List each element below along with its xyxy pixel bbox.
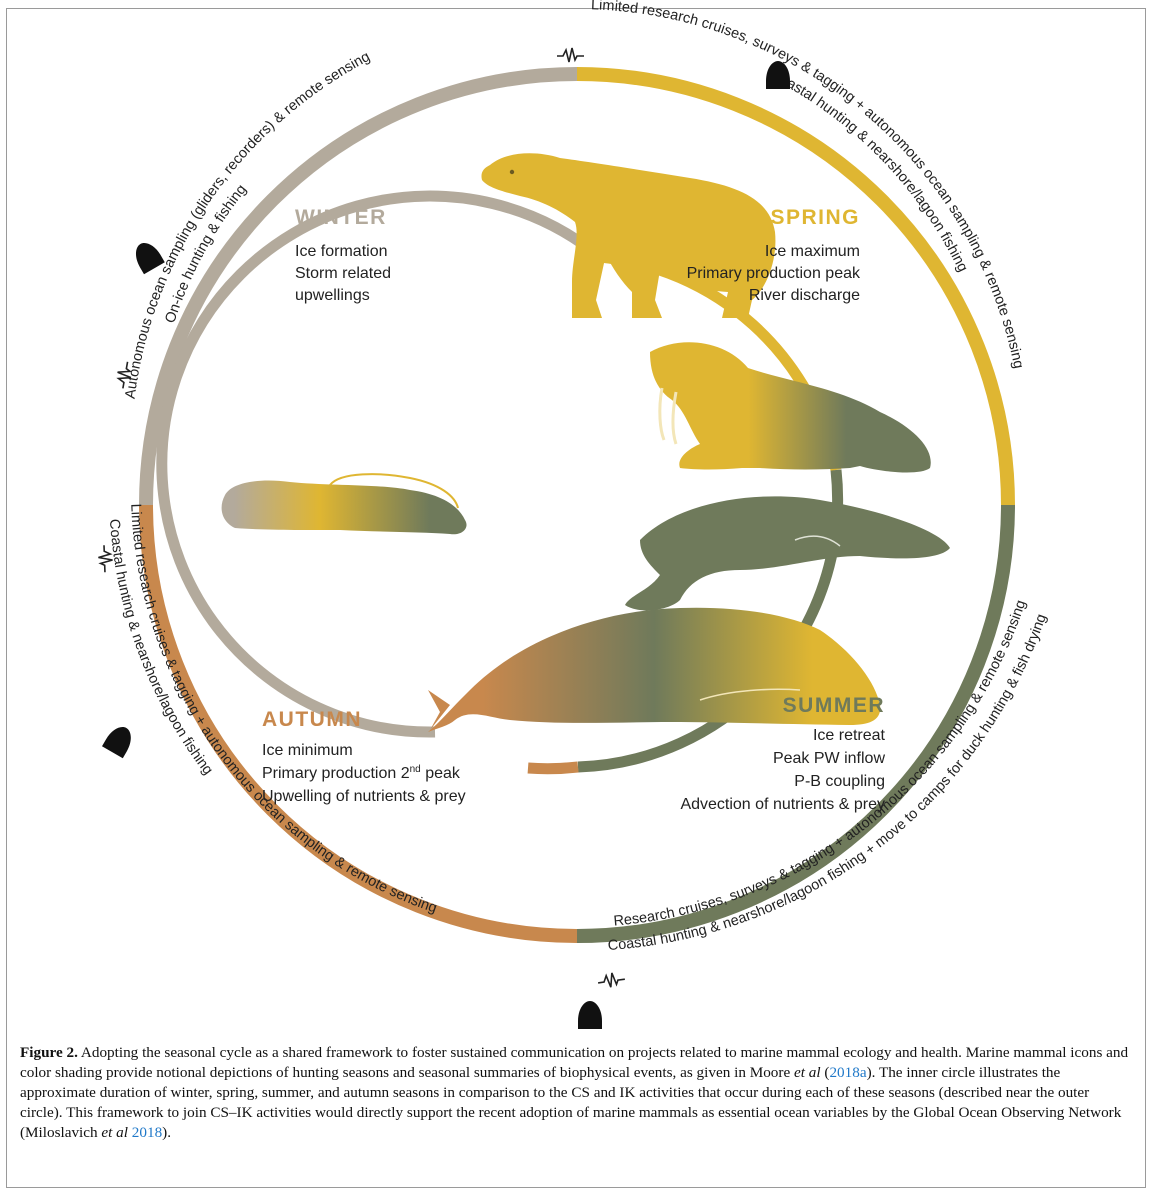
spring-line-1: Ice maximum — [765, 243, 860, 260]
caption-etal: et al — [101, 1124, 128, 1141]
inner-ring-autumn — [527, 761, 579, 775]
inner-ring-winter — [156, 190, 604, 738]
waveform-icon — [116, 361, 133, 389]
summer-line-3: P-B coupling — [794, 773, 885, 790]
winter-summary: WINTER Ice formation Storm related upwel… — [295, 206, 391, 304]
caption-text: ). — [162, 1124, 172, 1141]
spring-summary: SPRING Ice maximum Primary production pe… — [687, 206, 861, 304]
autumn-line-3: Upwelling of nutrients & prey — [262, 788, 466, 805]
spring-line-3: River discharge — [749, 287, 860, 304]
waveform-icon — [557, 47, 584, 63]
waveform-icon — [598, 972, 625, 988]
figure-caption: Figure 2. Adopting the seasonal cycle as… — [20, 1043, 1130, 1143]
bowhead-whale — [428, 607, 881, 732]
outer-ring-summer — [576, 504, 1015, 943]
beluga-whale — [625, 496, 950, 611]
summer-title: SUMMER — [783, 694, 885, 717]
outer-ring — [139, 67, 1015, 943]
figure-label: Figure 2. — [20, 1044, 78, 1061]
winter-title: WINTER — [295, 206, 387, 229]
citation-link[interactable]: 2018a — [829, 1064, 867, 1081]
figure-frame — [6, 8, 1146, 1188]
winter-line-2: Storm related — [295, 265, 391, 282]
winter-line-1: Ice formation — [295, 243, 387, 260]
waveform-icon — [98, 545, 113, 573]
caption-text: Adopting the seasonal cycle as a shared … — [20, 1044, 1129, 1081]
summer-line-2: Peak PW inflow — [773, 750, 885, 767]
hunter-icon — [578, 1001, 602, 1029]
autumn-summary: AUTUMN Ice minimum Primary production 2n… — [262, 708, 466, 805]
spring-title: SPRING — [770, 206, 860, 229]
seals — [221, 473, 467, 535]
seasonal-cycle-figure: WINTER Ice formation Storm related upwel… — [98, 0, 1050, 1029]
hunter-icon — [766, 61, 790, 89]
autumn-line-1: Ice minimum — [262, 742, 353, 759]
caption-text: ( — [820, 1064, 830, 1081]
summer-line-4: Advection of nutrients & prey — [680, 796, 885, 813]
spring-line-2: Primary production peak — [687, 265, 861, 282]
winter-line-3: upwellings — [295, 287, 370, 304]
ring-annotations: Autonomous ocean sampling (gliders, reco… — [106, 0, 1050, 954]
caption-text: ). The inner circle illustrates the appr… — [20, 1064, 1122, 1141]
summer-line-1: Ice retreat — [813, 727, 886, 744]
outer-ring-autumn — [139, 504, 578, 943]
hunter-icon — [102, 727, 131, 759]
outer-ring-winter — [139, 67, 578, 506]
caption-etal: et al — [794, 1064, 821, 1081]
hunter-icon — [135, 243, 165, 275]
summer-summary: SUMMER Ice retreat Peak PW inflow P-B co… — [680, 694, 885, 813]
outer-ring-spring — [576, 67, 1015, 506]
autumn-line-2: Primary production 2nd peak — [262, 764, 461, 782]
polar-bear — [481, 153, 776, 318]
autumn-title: AUTUMN — [262, 708, 362, 731]
walrus — [650, 342, 931, 473]
citation-link[interactable]: 2018 — [131, 1124, 163, 1141]
